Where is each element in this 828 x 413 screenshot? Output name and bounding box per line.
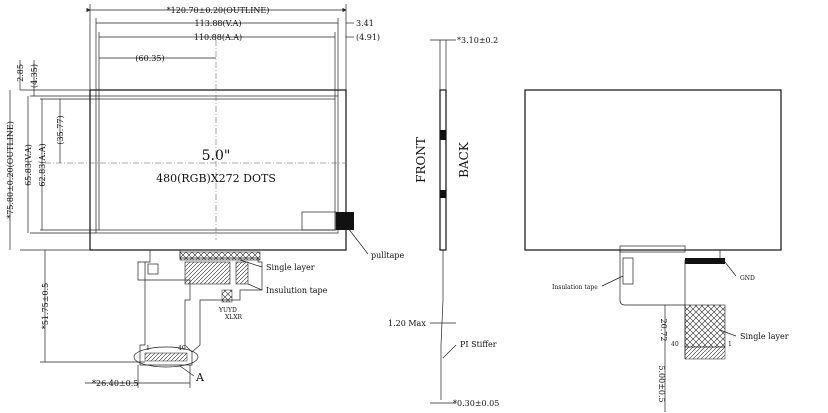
pulltape-leader — [347, 227, 369, 255]
side-fpc — [440, 250, 444, 400]
dim-fpc-length-label: *51.75±0.5 — [41, 283, 50, 329]
side-thickness-label: *3.10±0.2 — [457, 36, 498, 45]
pulltape-label: pulltape — [371, 251, 404, 260]
side-panel — [439, 89, 447, 251]
pulltape-outline — [301, 211, 337, 231]
callout-single-layer: Single layer — [266, 263, 315, 272]
side-view: *3.10±0.2 FRONT BACK 1.20 Max PI Stiffer… — [388, 36, 499, 408]
dim-left-4-35: (4.35) — [30, 64, 39, 88]
dim-left-35-77: (35.77) — [56, 115, 65, 144]
screen-size-label: 5.0" — [202, 148, 231, 164]
gnd-label: GND — [740, 275, 755, 282]
single-layer-hatch — [179, 251, 261, 261]
side-stiffener — [440, 130, 446, 140]
callout-leader — [601, 275, 624, 287]
back-insulation-label: Insulation tape — [552, 284, 598, 291]
detail-circle-a — [133, 346, 199, 368]
side-fpc-thickness-label: *0.30±0.05 — [453, 399, 499, 408]
gnd-pad — [685, 258, 725, 264]
dim-5-00-label: 5.00±0.5 — [657, 365, 666, 402]
dim-va-width-label: 113.88(V.A) — [195, 19, 242, 28]
dim-va-height-label: 65.83(V.A) — [24, 144, 33, 186]
pulltape-tab — [336, 212, 354, 230]
back-insulation — [622, 257, 634, 285]
dim-fpc-width-label: *26.40±0.5 — [92, 379, 138, 388]
dim-aa-height-label: 62.83(A.A) — [38, 143, 47, 186]
dim-left-2-85: 2.85 — [16, 64, 25, 82]
dim-offset-right-1: 3.41 — [356, 19, 374, 28]
viewing-area-rect — [95, 95, 339, 234]
detail-leader — [179, 365, 195, 377]
dim-center-offset-label: (60.35) — [135, 54, 164, 63]
back-label: BACK — [457, 141, 471, 178]
active-area-rect — [98, 98, 336, 231]
back-fpc — [619, 250, 721, 306]
dim-outline-height-label: *75.80±0.20(OUTLINE) — [6, 121, 15, 219]
dim-20-72-label: 20.72 — [659, 319, 668, 342]
dim-aa-width-label: 110.88(A.A) — [194, 33, 242, 42]
back-view: Insulation tape GND Single layer 40 1 20… — [524, 89, 789, 412]
back-single-layer-label: Single layer — [740, 332, 789, 341]
back-single-layer — [684, 304, 726, 348]
front-label: FRONT — [414, 137, 428, 183]
pi-stiffer-label: PI Stiffer — [460, 340, 497, 349]
marking-2: XLXR — [225, 314, 243, 321]
front-view: 5.0" 480(RGB)X272 DOTS pulltape *120.70±… — [6, 4, 404, 388]
detail-label: A — [195, 371, 205, 384]
callout-leader — [442, 344, 457, 359]
marking-1: YUYD — [218, 307, 237, 314]
side-fpc-max-label: 1.20 Max — [388, 319, 426, 328]
back-fpc-top — [619, 245, 686, 253]
back-contacts — [684, 346, 726, 360]
insulation-tape-hatch — [184, 261, 231, 285]
callout-insulation-tape: Insulution tape — [266, 286, 328, 295]
back-pin-1-label: 1 — [728, 341, 732, 348]
outline-rect — [89, 89, 347, 251]
callout-leader — [719, 329, 737, 337]
callout-leader — [239, 259, 263, 268]
dim-offset-right-2: (4.91) — [356, 33, 380, 42]
dim-outline-width-label: *120.70±0.20(OUTLINE) — [167, 6, 270, 15]
insulation-tape-hatch-2 — [235, 261, 249, 285]
fpc-chip — [221, 289, 233, 303]
fpc-outline — [137, 250, 193, 366]
callout-leader — [724, 261, 737, 277]
callout-leader — [247, 283, 263, 291]
fpc-contacts — [144, 352, 188, 362]
resolution-label: 480(RGB)X272 DOTS — [156, 172, 276, 185]
back-pin-40-label: 40 — [671, 341, 679, 348]
fpc-component — [147, 263, 159, 275]
side-stiffener — [440, 190, 446, 198]
back-outline — [524, 89, 782, 251]
